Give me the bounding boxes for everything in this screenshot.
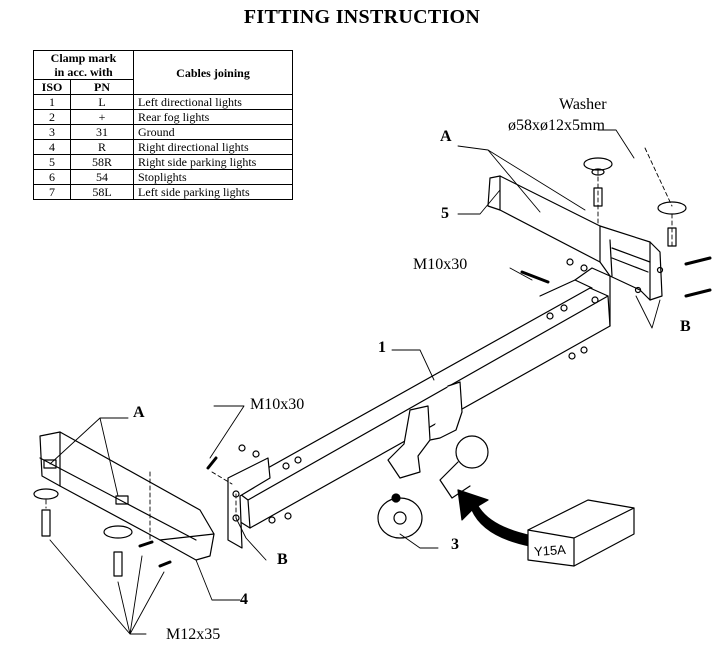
desc-cell: Left directional lights bbox=[133, 94, 293, 110]
page-title: FITTING INSTRUCTION bbox=[243, 6, 481, 28]
left-fasteners bbox=[33, 444, 302, 577]
tow-ball-assembly bbox=[377, 381, 489, 539]
bolt-m10x30-left-label: M10x30 bbox=[250, 396, 305, 413]
iso-cell: 7 bbox=[33, 184, 71, 200]
direction-arrow bbox=[457, 489, 533, 547]
pn-cell: 31 bbox=[70, 124, 134, 140]
iso-header: ISO bbox=[33, 79, 71, 95]
bolt-m12x35-label: M12x35 bbox=[166, 626, 221, 643]
pn-cell: 58L bbox=[70, 184, 134, 200]
table-row: 2+Rear fog lights bbox=[33, 109, 293, 125]
clamp-mark-header: Clamp mark in acc. with bbox=[33, 50, 134, 80]
part-3-label: 3 bbox=[451, 536, 459, 553]
bolt-m10x30-right-label: M10x30 bbox=[413, 256, 468, 273]
label-a-left: A bbox=[133, 404, 145, 421]
part-code-label: Y15A bbox=[533, 541, 567, 560]
desc-cell: Rear fog lights bbox=[133, 109, 293, 125]
desc-cell: Left side parking lights bbox=[133, 184, 293, 200]
left-mounting-plate bbox=[227, 457, 271, 549]
part-4-label: 4 bbox=[240, 591, 248, 608]
label-b-mid: B bbox=[277, 551, 288, 568]
label-b-right: B bbox=[680, 318, 691, 335]
washer-label: Washer bbox=[559, 96, 607, 113]
part-code-box bbox=[527, 499, 635, 567]
part-5-label: 5 bbox=[441, 205, 449, 222]
left-side-bracket bbox=[39, 431, 215, 561]
washer-dimension-label: ø58xø12x5mm bbox=[508, 117, 605, 134]
right-side-bracket bbox=[487, 175, 664, 301]
right-fasteners bbox=[520, 157, 712, 360]
label-a-top: A bbox=[440, 128, 452, 145]
part-1-label: 1 bbox=[378, 339, 386, 356]
assembly-guide-lines bbox=[45, 147, 673, 541]
cable-legend-table: Clamp mark in acc. with Cables joining I… bbox=[33, 50, 293, 200]
leader-lines bbox=[49, 129, 661, 635]
